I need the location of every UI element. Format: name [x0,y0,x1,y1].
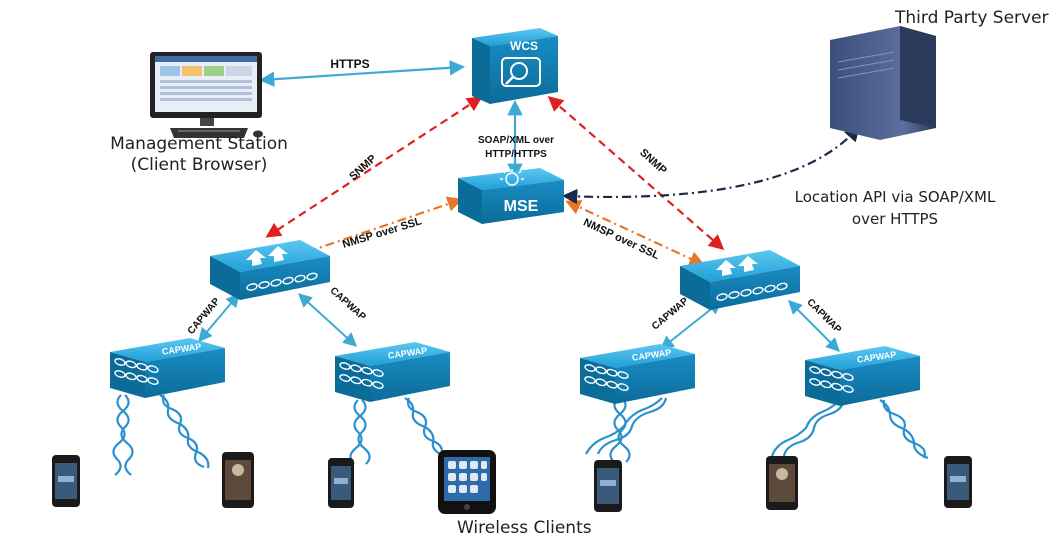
location-api-label: Location API via SOAP/XML over HTTPS [794,188,996,228]
smartphone-icon [594,460,622,512]
mse-label: MSE [504,198,539,215]
access-point: CAPWAP [580,344,695,404]
smartphone-icon [328,458,354,508]
access-point: CAPWAP [805,346,920,406]
third-party-server-icon [830,26,936,140]
wireless-signal [879,399,929,460]
smartphone-icon [944,456,972,508]
capwap-link [788,300,840,352]
nmsp-link-right [565,200,705,266]
smartphone-icon [222,452,254,508]
smartphone-icon [52,455,80,507]
wcs-device: WCS [472,28,558,104]
https-label: HTTPS [330,57,369,71]
wireless-signal [404,397,446,458]
nmsp-label-left: NMSP over SSL [341,215,424,251]
management-station-computer-icon [150,52,263,138]
wireless-signal [112,394,134,476]
capwap-label: CAPWAP [186,296,223,337]
capwap-link [297,293,358,347]
wireless-signal [159,394,210,469]
mse-device: MSE [458,168,564,224]
snmp-label-right: SNMP [637,147,669,177]
wireless-signal [770,399,846,457]
wireless-controller-left [210,240,330,300]
access-point: CAPWAP [335,342,450,402]
smartphone-icon [438,450,496,514]
wireless-signal [585,397,668,455]
smartphone-icon [766,456,798,510]
snmp-link-right [547,95,725,251]
access-point: CAPWAP [110,338,225,398]
capwap-label: CAPWAP [650,296,691,333]
wireless-controller-right [680,250,800,310]
wireless-clients-label: Wireless Clients [457,518,592,538]
wcs-label: WCS [510,39,538,53]
https-link [258,60,466,87]
capwap-link [198,292,240,343]
soap-xml-label: SOAP/XML over HTTP/HTTPS [478,135,554,160]
capwap-label: CAPWAP [804,297,843,336]
third-party-server-label: Third Party Server [895,8,1049,28]
snmp-label-left: SNMP [347,153,379,183]
wireless-signal [349,399,371,465]
capwap-label: CAPWAP [328,285,368,323]
magnifier-icon [510,62,528,80]
management-station-label: Management Station (Client Browser) [110,134,288,175]
